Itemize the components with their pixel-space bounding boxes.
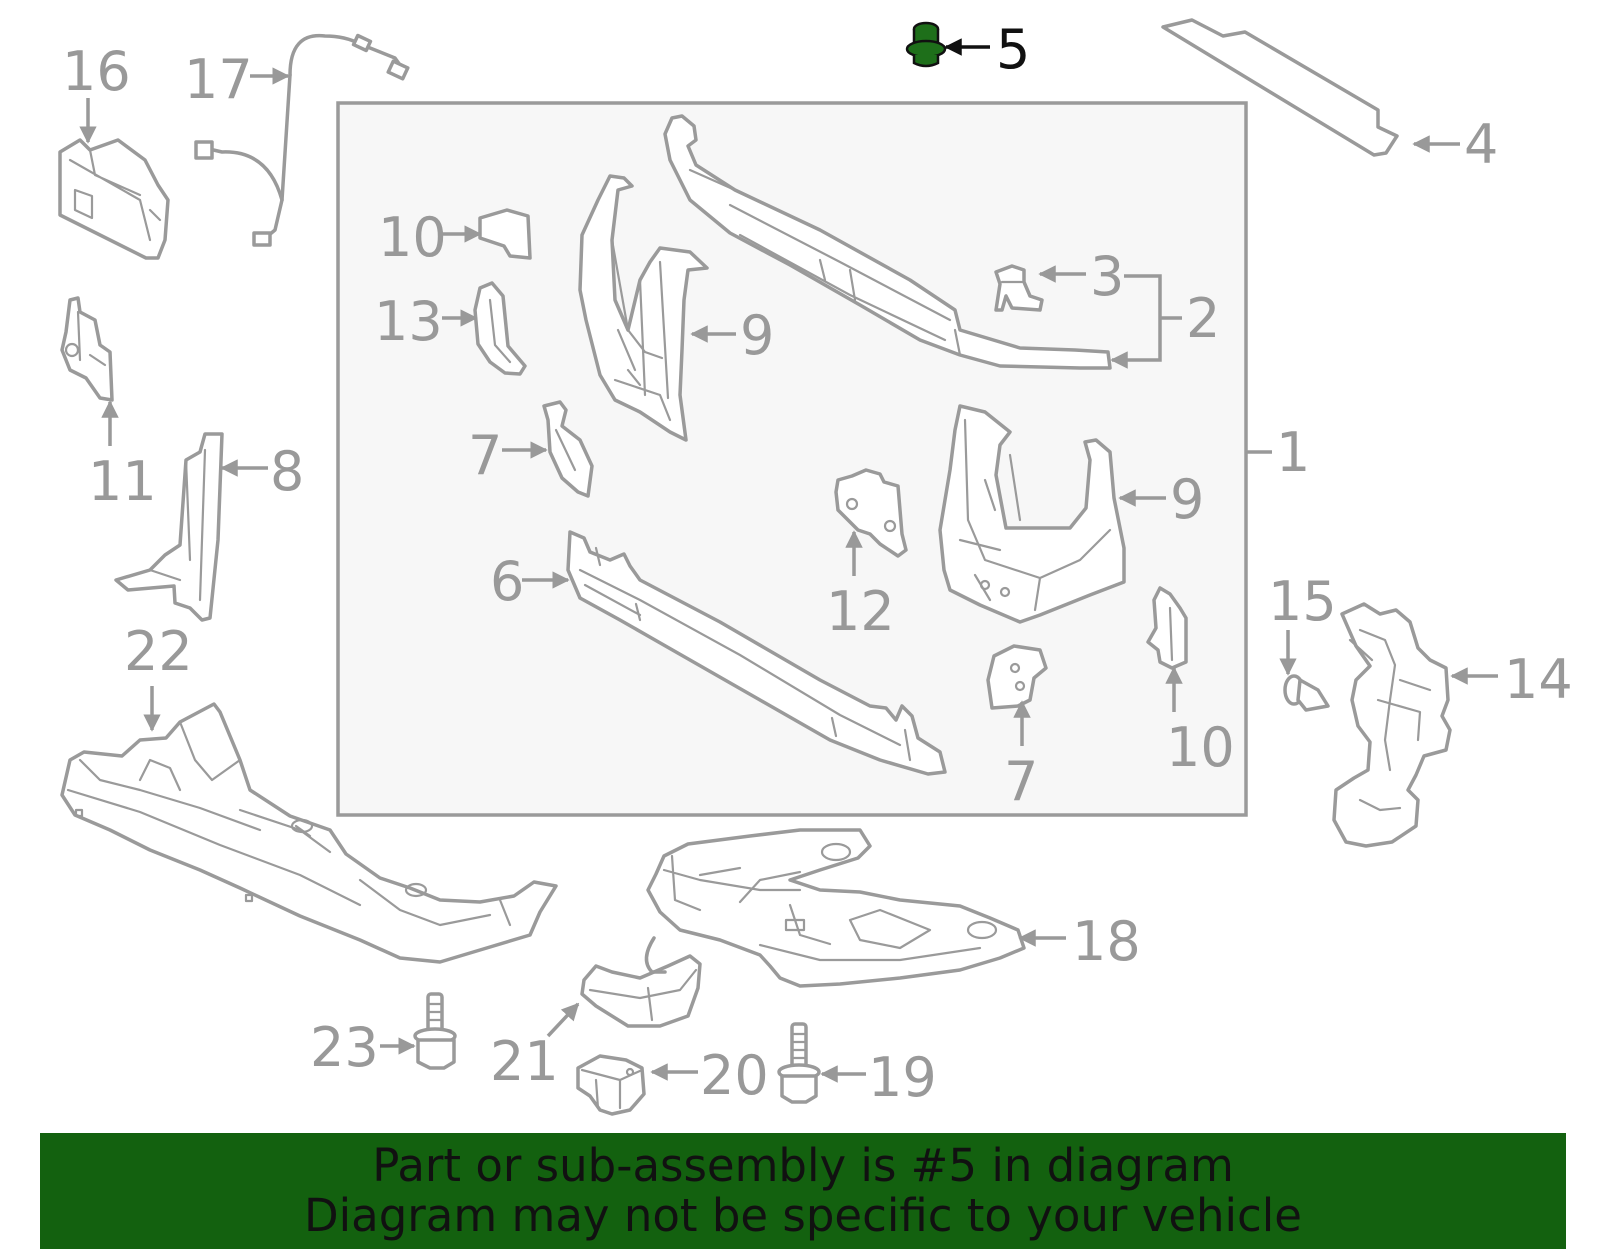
part-14-air-guide	[1332, 602, 1452, 848]
part-7-lower-bracket	[986, 644, 1048, 710]
callout-6: 6	[490, 550, 524, 613]
part-18-lower-cover	[646, 828, 1026, 988]
callout-10-right: 10	[1166, 716, 1235, 779]
info-banner-line-2: Diagram may not be specific to your vehi…	[304, 1189, 1302, 1242]
callout-8: 8	[270, 440, 304, 503]
callout-2: 2	[1186, 287, 1220, 350]
info-banner-line-1: Part or sub-assembly is #5 in diagram	[372, 1139, 1234, 1192]
part-10-top	[478, 208, 532, 260]
part-9-left-bracket	[578, 174, 709, 442]
part-5-clip[interactable]	[905, 21, 947, 68]
callout-15: 15	[1268, 570, 1337, 633]
callout-17: 17	[184, 48, 253, 111]
callout-22: 22	[124, 620, 193, 683]
part-16-module	[58, 138, 170, 260]
part-19-bolt	[777, 1022, 821, 1104]
part-8-pillar	[114, 432, 224, 622]
part-20-clip	[576, 1054, 646, 1116]
part-22-under-cover	[60, 702, 558, 964]
part-15-clip	[1283, 674, 1330, 712]
part-3-bracket	[994, 264, 1044, 312]
callout-11: 11	[88, 450, 157, 513]
callout-14: 14	[1504, 648, 1573, 711]
part-21-bracket	[580, 936, 702, 1028]
callout-7-lower: 7	[1004, 750, 1038, 813]
part-2-upper-support	[663, 114, 1112, 370]
callout-3: 3	[1090, 245, 1124, 308]
part-4-seal	[1161, 18, 1399, 157]
callout-10-top: 10	[378, 206, 447, 269]
callout-9-right: 9	[1170, 468, 1204, 531]
callout-16: 16	[62, 40, 131, 103]
callout-21: 21	[490, 1030, 559, 1093]
part-23-bolt	[413, 992, 457, 1070]
callout-4: 4	[1464, 113, 1498, 176]
part-13-bracket	[473, 281, 527, 376]
callout-13: 13	[374, 290, 443, 353]
callout-7-upper: 7	[468, 424, 502, 487]
callout-5: 5	[996, 18, 1030, 81]
callout-18: 18	[1072, 910, 1141, 973]
callout-12: 12	[826, 580, 895, 643]
part-9-right-bracket	[938, 404, 1126, 624]
part-12-bracket	[834, 468, 908, 558]
part-11-bracket	[60, 296, 114, 402]
callout-1: 1	[1276, 421, 1310, 484]
callout-19: 19	[868, 1046, 937, 1109]
part-6-lower-support	[566, 530, 947, 776]
info-banner: Part or sub-assembly is #5 in diagram Di…	[40, 1133, 1566, 1249]
part-7-upper-bracket	[542, 400, 594, 498]
callout-9-left: 9	[740, 304, 774, 367]
callout-23: 23	[310, 1016, 379, 1079]
part-17-harness	[194, 33, 410, 247]
callout-20: 20	[700, 1044, 769, 1107]
part-10-right-bracket	[1146, 586, 1188, 670]
